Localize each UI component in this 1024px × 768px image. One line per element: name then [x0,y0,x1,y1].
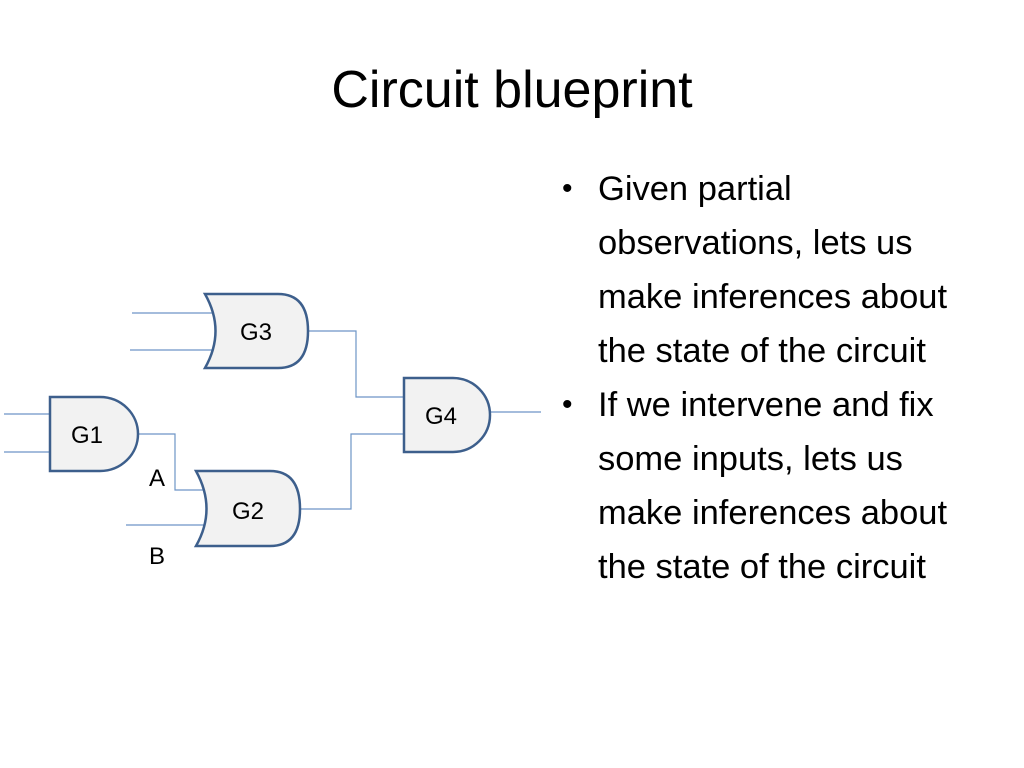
wire-g2-to-g4 [300,433,404,510]
wires [4,312,541,526]
bullet-list: • Given partial observations, lets us ma… [562,162,992,594]
wire-a [138,433,208,491]
bullet-marker: • [562,388,573,421]
gate-g2-label: G2 [232,498,264,525]
bullet-text: Given partial observations, lets us make… [598,170,948,370]
slide-title: Circuit blueprint [331,61,693,119]
bullet-text: If we intervene and fix some inputs, let… [598,386,948,586]
wire-label-a: A [149,465,165,492]
gate-g3-label: G3 [240,319,272,346]
gate-g4-label: G4 [425,403,457,430]
gate-g3: G3 [202,292,310,370]
bullet-item: • Given partial observations, lets us ma… [562,162,992,378]
gate-g2: G2 [193,469,302,548]
wire-g3-to-g4 [308,330,404,398]
gate-g1-label: G1 [71,422,103,449]
gate-g1: G1 [48,395,140,473]
wire-label-b: B [149,543,165,570]
bullet-item: • If we intervene and fix some inputs, l… [562,378,992,594]
gate-g4: G4 [402,376,492,454]
bullet-marker: • [562,172,573,205]
